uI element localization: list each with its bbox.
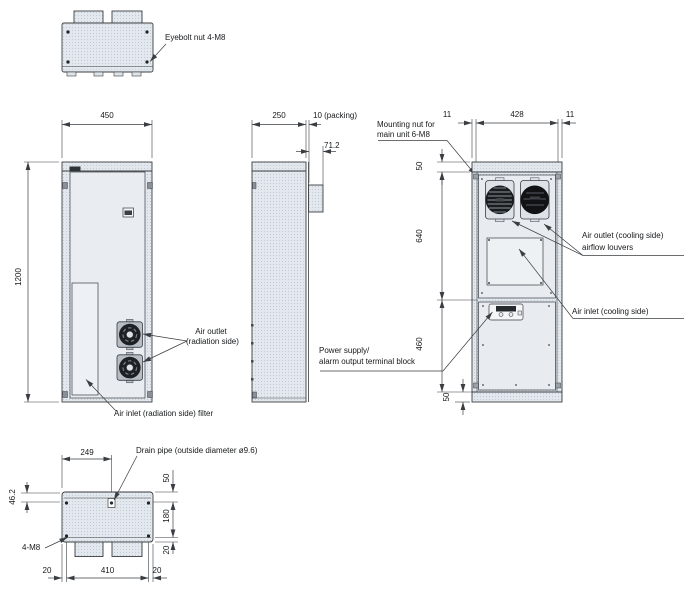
front-fan-upper xyxy=(116,319,143,351)
drain-leader xyxy=(113,455,138,501)
top-body xyxy=(61,22,154,73)
eyebolt-leader xyxy=(149,43,167,62)
top-duct-right xyxy=(111,10,143,24)
eyebolt-nut-label: Eyebolt nut 4-M8 xyxy=(165,33,226,42)
cooling-air-inlet-label: Air inlet (cooling side) xyxy=(572,307,649,316)
rear-lower-section-dim: 460 xyxy=(415,337,424,351)
air-inlet-filter-panel xyxy=(71,282,99,396)
front-clearance-dim: 46.2 xyxy=(8,489,17,505)
terminal-block xyxy=(488,303,524,321)
bottom-view xyxy=(21,455,178,582)
eyebolt-nuts xyxy=(66,30,149,64)
rear-fan-right xyxy=(520,177,550,222)
front-leaders xyxy=(85,332,188,412)
side-edge-screws xyxy=(251,324,254,381)
bolt-4m8-label: 4-M8 xyxy=(22,543,41,552)
terminal-block-label-1: Power supply/ xyxy=(319,346,370,355)
rear-vertical-dimensions xyxy=(437,149,477,415)
rear-fan-left xyxy=(485,177,515,222)
front-view xyxy=(24,120,188,412)
front-corner-nuts xyxy=(62,182,153,398)
bottom-bolt-holes xyxy=(64,501,151,538)
drain-pipe-label: Drain pipe (outside diameter ø9.6) xyxy=(136,446,258,455)
air-inlet-filter-label: Air inlet (radiation side) filter xyxy=(114,409,214,418)
bottom-body xyxy=(61,491,154,543)
drain-offset-dim: 249 xyxy=(80,448,94,457)
side-depth-dim: 250 xyxy=(272,111,286,120)
duct-protrusion-dim: 71.2 xyxy=(324,141,340,150)
rear-depth-dim: 20 xyxy=(162,545,171,555)
front-height-dim: 1200 xyxy=(14,268,23,286)
top-feet xyxy=(66,71,142,77)
rear-top-dim: 50 xyxy=(415,161,424,171)
mounting-nut-label-1: Mounting nut for xyxy=(377,120,435,129)
drain-pipe xyxy=(107,498,116,508)
bottom-duct-right xyxy=(111,541,143,557)
bolt-span-dim: 410 xyxy=(100,566,115,575)
rear-air-inlet-opening xyxy=(486,237,544,286)
bottom-view-dimensions xyxy=(21,455,178,582)
side-view xyxy=(251,120,336,403)
front-width-dim: 450 xyxy=(100,111,114,120)
top-view xyxy=(61,10,167,77)
rear-leaders xyxy=(320,220,684,372)
rear-left-margin-dim: 11 xyxy=(442,110,452,119)
bottom-left-margin-dim: 20 xyxy=(42,566,52,575)
side-body xyxy=(251,161,307,403)
rear-mount-width-dim: 428 xyxy=(510,110,524,119)
bottom-duct-left xyxy=(74,541,104,557)
front-fan-lower xyxy=(116,352,143,384)
side-rear-duct xyxy=(308,184,324,213)
front-view-dimensions xyxy=(24,120,153,403)
opening-screws xyxy=(481,178,552,294)
drain-depth-dim: 50 xyxy=(162,473,171,483)
packing-dim: 10 (packing) xyxy=(313,111,358,120)
cooling-louvers-label-2: airflow louvers xyxy=(582,243,634,252)
mounting-leader xyxy=(446,140,476,176)
rear-right-margin-dim: 11 xyxy=(565,110,575,119)
side-view-dimensions xyxy=(251,120,336,185)
terminal-block-label-2: alarm output terminal block xyxy=(319,357,416,366)
rear-corner-nuts xyxy=(473,173,561,389)
cooling-louvers-label-1: Air outlet (cooling side) xyxy=(582,231,664,240)
air-outlet-radiation-label-2: (radiation side) xyxy=(186,337,239,346)
spec-badge xyxy=(122,207,134,218)
rear-top-dimensions xyxy=(458,119,576,170)
rear-upper-section-dim: 640 xyxy=(415,229,424,243)
bottom-right-margin-dim: 20 xyxy=(152,566,162,575)
rear-view xyxy=(320,119,684,415)
brand-logo xyxy=(69,166,81,171)
air-outlet-radiation-label-1: Air outlet xyxy=(195,327,227,336)
mounting-nut-label-2: main unit 6-M8 xyxy=(377,130,430,139)
bolt-leader xyxy=(44,537,68,549)
rear-bottom-dim: 50 xyxy=(442,392,451,402)
top-duct-left xyxy=(73,10,104,24)
